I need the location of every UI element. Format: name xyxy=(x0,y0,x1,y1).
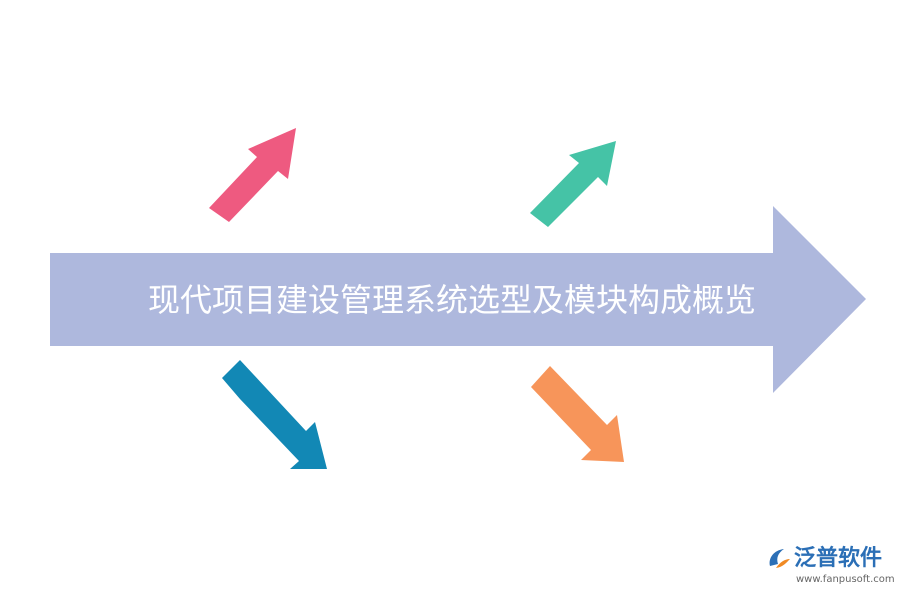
arrow-lower-right xyxy=(531,366,624,462)
fanpu-logo-icon xyxy=(769,549,790,568)
main-arrow xyxy=(50,206,866,393)
brand-logo: 泛普软件 www.fanpusoft.com xyxy=(766,544,895,590)
diagram-title: 现代项目建设管理系统选型及模块构成概览 xyxy=(148,281,756,319)
brand-url: www.fanpusoft.com xyxy=(796,574,895,585)
arrow-upper-right xyxy=(530,141,616,227)
arrow-upper-left xyxy=(209,128,296,222)
brand-name: 泛普软件 xyxy=(794,546,883,571)
arrow-lower-left xyxy=(222,360,327,469)
